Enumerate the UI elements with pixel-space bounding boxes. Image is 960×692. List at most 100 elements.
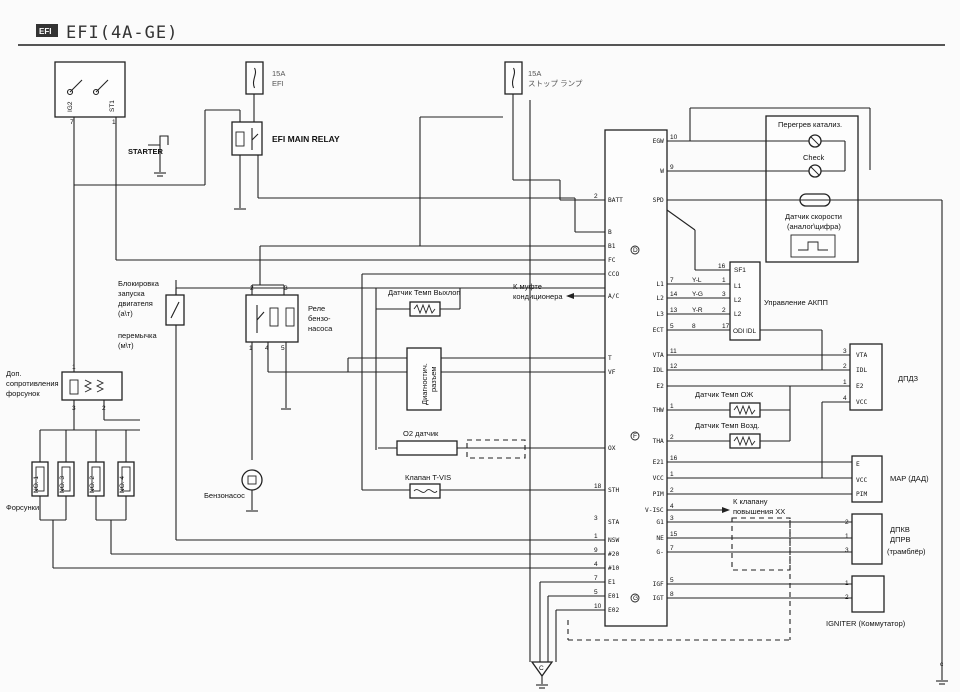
relay-pin-1: 1 [249,345,253,352]
dpdz-pin-name: VCC [856,399,867,406]
header-badge-box [36,24,58,37]
injector-2: NO. 2 [87,430,105,520]
ecu-right-pin-num: 3 [670,515,674,522]
igniter-label: IGNITER (Коммутатор) [826,619,906,628]
rele-label-1: Реле [308,304,325,313]
ecu-left-pin-name: E01 [608,593,619,600]
akpp-label: Управление АКПП [764,298,828,307]
fuse-efi: 15A EFI [245,61,285,95]
dpkv-pin-2: 2 [845,519,849,526]
temp-ozh-label: Датчик Темп ОЖ [695,390,753,399]
ig-pin-7: 7 [70,119,74,126]
relay-pin-3: 3 [284,285,288,292]
ecu-right-pin-name: EGW [653,138,664,145]
relay-pin-4: 4 [265,345,269,352]
ecu-right-pin-num: 13 [670,307,678,314]
dop-label-2: сопротивления [6,379,59,388]
injector-3: NO. 3 [57,430,75,520]
dop-label-3: форсунок [6,389,40,398]
ecu-right-pin-name: SPD [653,197,664,204]
map-pin-name: PIM [856,491,867,498]
map-pin-name: E [856,461,860,468]
rele-label-2: бензо- [308,314,331,323]
ecu-left-pin-num: 2 [594,193,598,200]
ecu-left-pin-num: 18 [594,483,602,490]
dpdz-label: ДПДЗ [898,374,919,383]
ecu-right-pin-name: G- [656,549,663,556]
akpp-wire-color: Y-G [692,291,703,298]
ecu-left-pin-name: #20 [608,551,619,558]
blok-label-4: (а\т) [118,309,133,318]
dpkv-label-1: ДПКВ [890,525,910,534]
akpp-wire-pin: 17 [722,323,730,330]
fuse-stop: 15A ストップ ランプ [504,61,583,95]
dop-label-1: Доп. [6,369,21,378]
ecu-left-pin-num: 1 [594,533,598,540]
akpp-sf1: SF1 [734,267,746,274]
fuse-efi-name: EFI [272,79,284,88]
ecu-left-pin-name: BATT [608,197,623,204]
ecu-left-pin-name: E02 [608,607,619,614]
ecu-left-pin-num: 7 [594,575,598,582]
ecu-left-pin-name: A/C [608,293,619,300]
ecu-left-pin-name: CCO [608,271,619,278]
ecu-left-pin-name: B [608,229,612,236]
map-pin-name: VCC [856,477,867,484]
ecu-right-pin-name: ECT [653,327,664,334]
isc-label-2: повышения ХХ [733,507,785,516]
injector-resistor: 1 3 2 Доп. сопротивления форсунок [6,364,140,431]
injector-4: NO. 4 [117,430,135,520]
ground-wires: C c [529,100,948,689]
efi-main-relay-label: EFI MAIN RELAY [272,134,340,144]
ecu-right-pin-name: W [660,168,664,175]
perem-label-2: (м\т) [118,341,134,350]
ecu-connector-d: D [633,247,638,254]
ecu-right-pin-name: L2 [656,295,664,302]
dpdz-pin-num: 3 [843,348,847,355]
o2-sensor: О2 датчик [378,429,605,459]
ignition-switch: IG2 ST1 7 1 [54,61,126,126]
inj-label-4: NO. 4 [119,476,126,493]
ecu-left-pins: BATT2BB1FCCCOA/CTVFOXSTH18STA3NSW1#209#1… [594,193,623,614]
akpp-wire-pin: 3 [722,291,726,298]
temp-vozd-label: Датчик Темп Возд. [695,421,759,430]
ecu-left-pin-num: 4 [594,561,598,568]
fuel-pump: Бензонасос [204,469,263,512]
ig-pin-1: 1 [112,119,116,126]
ecu-connector-f: F [633,433,637,440]
svg-text:2: 2 [670,434,674,441]
ecu-right-pin-name: L3 [656,311,664,318]
akpp-l1: L1 [734,283,742,290]
diagnostic-connector: Диагностич. разъем [348,347,605,411]
akpp-wire-color: 8 [692,323,696,330]
fuse-stop-amp: 15A [528,69,541,78]
temp-sensors: Датчик Темп ОЖ Датчик Темп Возд. 1 2 [667,386,791,449]
page-title: EFI(4A-GE) [66,23,178,43]
ecu-right-pin-num: 4 [670,503,674,510]
tvis-label: Клапан T-VIS [405,473,451,482]
vyhlop-label: Датчик Темп Выхлоп [388,288,460,297]
ac-clutch-note: К муфте кондиционера [513,282,605,301]
ecu-right-pin-name: IDL [653,367,664,374]
ecu-right-pin-num: 11 [670,348,677,355]
ecu-left-pin-name: NSW [608,537,619,544]
ecu-left-pin-num: 3 [594,515,598,522]
ecu-right-pin-num: 8 [670,591,674,598]
ecu-right-pin-num: 16 [670,455,678,462]
ecu-left-pin-num: 10 [594,603,602,610]
peregrev-label: Перегрев катализ. [778,120,842,129]
rele-label-3: насоса [308,324,333,333]
ecu-left-pin-name: STA [608,519,619,526]
ecu-left-pin-name: STH [608,487,619,494]
ecu-left-pin-name: OX [608,445,616,452]
igniter-pin-1: 1 [845,580,849,587]
ecu-right-pin-name: VCC [653,475,664,482]
igniter-pin-2: 2 [845,594,849,601]
dpkv-pin-1: 1 [845,533,849,540]
ecu-left-pin-num: 9 [594,547,598,554]
header-badge: EFI [39,27,51,36]
ecu-right-pin-name: THA [653,438,664,445]
dpkv-block: 2 1 3 ДПКВ ДПРВ (трамблёр) [845,513,926,565]
